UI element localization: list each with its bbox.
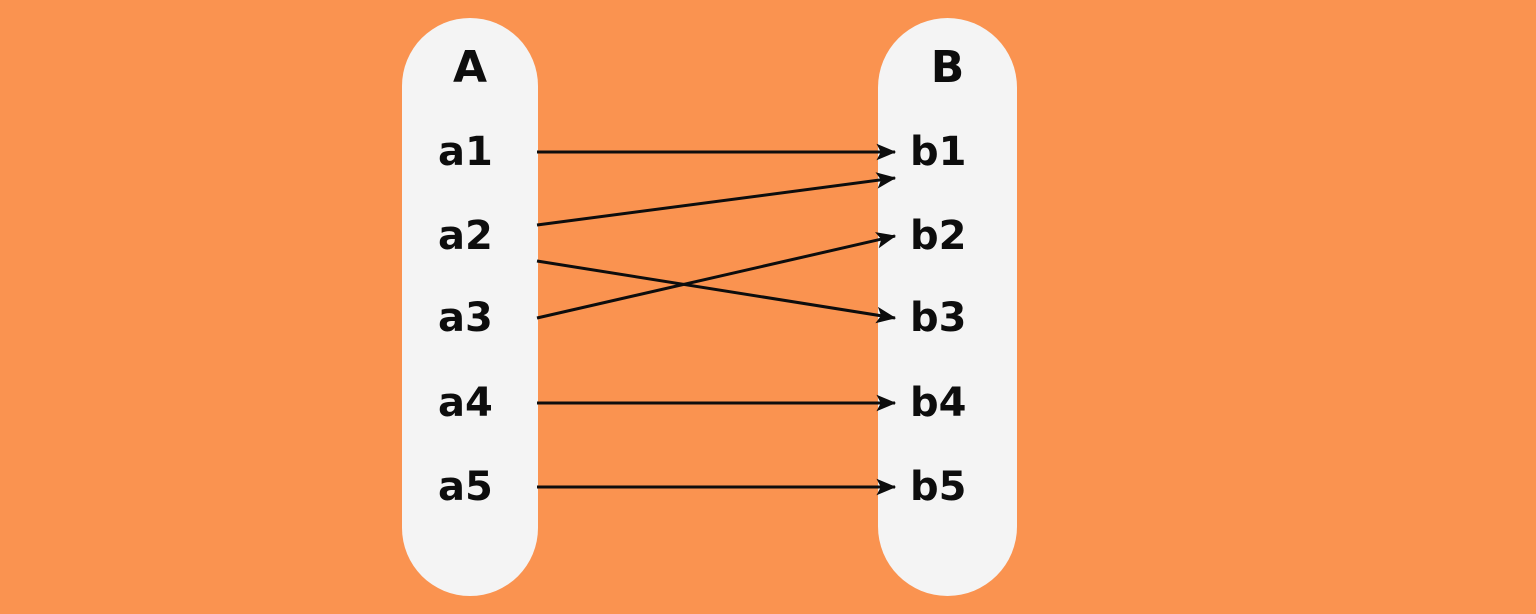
set-b-member-b2: b2 [910, 213, 967, 259]
set-a-member-a5: a5 [438, 464, 493, 510]
set-b-member-b1: b1 [910, 129, 967, 175]
mapping-arrow-a2-b1 [536, 172, 897, 227]
set-b-member-b5: b5 [910, 464, 967, 510]
mapping-arrow-a3-b2 [536, 232, 897, 320]
mapping-arrows-group [536, 143, 897, 496]
set-b-capsule [878, 18, 1017, 596]
set-a-member-a4: a4 [438, 380, 493, 426]
set-a-capsule [402, 18, 538, 596]
set-b-title: B [930, 42, 965, 93]
set-a-member-a1: a1 [438, 129, 493, 175]
set-a-member-a2: a2 [438, 213, 493, 259]
set-b-member-b3: b3 [910, 295, 967, 341]
mapping-arrow-a2-b3 [536, 259, 897, 324]
set-a-title: A [452, 42, 488, 93]
set-b-member-b4: b4 [910, 380, 967, 426]
set-a-member-a3: a3 [438, 295, 493, 341]
